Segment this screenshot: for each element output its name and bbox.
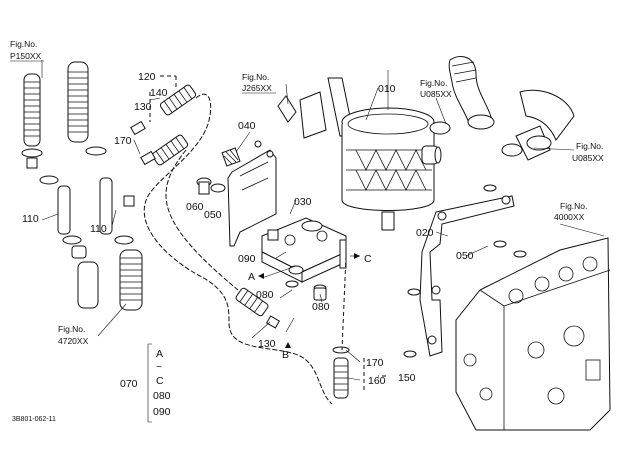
part-080-label: 080 <box>312 301 330 313</box>
reference-markers: A B C <box>248 253 372 361</box>
part-130-label: 130 <box>258 338 276 350</box>
part-170-label: 170 <box>366 357 384 369</box>
fig-ref-title: Fig.No. <box>420 78 447 88</box>
fig-ref-code: 4720XX <box>58 336 89 346</box>
fig-ref-title: Fig.No. <box>560 201 587 211</box>
fig-ref-u085-b: Fig.No. U085XX <box>572 141 604 163</box>
bolt-washer-set <box>196 177 226 195</box>
marker-c: C <box>364 253 372 265</box>
set-legend: A ~ C 080 090 <box>147 343 171 423</box>
part-020-label: 020 <box>416 227 434 239</box>
part-150-label: 150 <box>398 372 416 384</box>
fig-ref-code: P150XX <box>10 51 42 61</box>
part-090-label: 090 <box>238 253 256 265</box>
leader-lines <box>41 60 605 392</box>
fig-ref-4000: Fig.No. 4000XX <box>554 201 587 222</box>
part-160-label: 160 <box>368 375 386 387</box>
sensor-harness <box>130 84 350 405</box>
air-cleaner <box>277 77 442 231</box>
set-legend-080: 080 <box>153 390 171 402</box>
marker-b: B <box>282 349 289 361</box>
set-legend-c: C <box>156 375 164 387</box>
part-130-label: 130 <box>134 101 152 113</box>
intake-pipes <box>429 56 575 161</box>
fig-ref-u085-a: Fig.No. U085XX <box>420 78 452 99</box>
diagram-code: 3B801-062-11 <box>12 416 56 423</box>
mounting-block <box>261 217 347 301</box>
fig-ref-4720: Fig.No. 4720XX <box>58 324 89 346</box>
fig-ref-code: U085XX <box>420 89 452 99</box>
fig-ref-code: 4000XX <box>554 212 585 222</box>
part-110-label: 110 <box>90 223 107 235</box>
part-070-label: 070 <box>120 378 138 390</box>
fig-ref-code: J265XX <box>242 83 272 93</box>
fig-ref-p150: Fig.No. P150XX <box>10 39 44 62</box>
part-170-label: 170 <box>114 135 132 147</box>
part-120-label: 120 <box>138 71 156 83</box>
part-010-label: 010 <box>378 83 396 95</box>
engine-block <box>455 237 611 431</box>
bracket-plate <box>221 140 277 247</box>
fig-ref-code: U085XX <box>572 153 604 163</box>
fig-ref-title: Fig.No. <box>242 72 269 82</box>
fig-ref-j265: Fig.No. J265XX <box>242 72 276 94</box>
part-numbers: 010 020 030 040 050 050 060 070 080 080 … <box>22 71 474 390</box>
set-legend-a: A <box>156 348 163 360</box>
part-030-label: 030 <box>294 196 312 208</box>
fig-ref-title: Fig.No. <box>58 324 85 334</box>
support-bracket <box>403 184 527 358</box>
part-110-label: 110 <box>22 213 39 225</box>
set-legend-090: 090 <box>153 406 171 418</box>
set-legend-tilde: ~ <box>156 361 162 373</box>
part-080-label: 080 <box>256 289 274 301</box>
part-140-label: 140 <box>150 87 168 99</box>
part-040-label: 040 <box>238 120 256 132</box>
fig-ref-title: Fig.No. <box>576 141 603 151</box>
fig-ref-title: Fig.No. <box>10 39 37 49</box>
part-060-label: 060 <box>186 201 204 213</box>
left-hose-assembly <box>21 61 143 311</box>
marker-a: A <box>248 271 255 283</box>
part-050-label: 050 <box>204 209 222 221</box>
part-050-label: 050 <box>456 250 474 262</box>
